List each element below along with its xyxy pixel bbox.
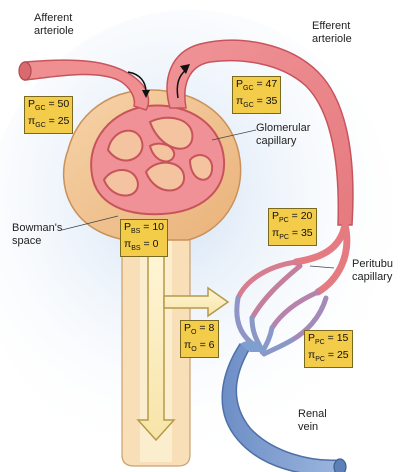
afferent-opening — [19, 62, 31, 80]
peritubular-label-line2: capillary — [352, 271, 392, 283]
oncotic-pressure-value: = 35 — [257, 95, 278, 107]
p-subscript: BS — [131, 228, 140, 235]
glomerular-pressure-box-right: PGC = 47 πGC = 35 — [232, 76, 281, 114]
oncotic-pressure-value: = 25 — [328, 349, 349, 361]
p-symbol: P — [272, 210, 279, 222]
p-symbol: P — [124, 221, 131, 233]
bowmans-space-pressure-box: PBS = 10 πBS = 0 — [120, 219, 168, 257]
hydrostatic-pressure-value: = 50 — [48, 98, 69, 110]
hydrostatic-pressure-value: = 10 — [143, 221, 164, 233]
p-symbol: P — [236, 78, 243, 90]
peritubular-pressure-box-bottom: PPC = 15 πPC = 25 — [304, 330, 353, 368]
interstitial-pressure-box: PO = 8 πO = 6 — [180, 320, 219, 358]
p-subscript: GC — [243, 85, 254, 92]
bowman-label-line1: Bowman's — [12, 222, 62, 234]
glomerular-pressure-box-left: PGC = 50 πGC = 25 — [24, 96, 73, 134]
afferent-label-line2: arteriole — [34, 25, 74, 37]
glomerular-label-line2: capillary — [256, 135, 296, 147]
renal-vein-opening — [334, 459, 346, 472]
efferent-arteriole-label: Efferent arteriole — [312, 20, 352, 46]
p-subscript: O — [191, 329, 196, 336]
p-symbol: P — [308, 332, 315, 344]
renal-label-line2: vein — [298, 421, 318, 433]
pi-subscript: BS — [131, 245, 140, 252]
efferent-label-line2: arteriole — [312, 33, 352, 45]
pi-subscript: GC — [35, 122, 46, 129]
glomerular-label-line1: Glomerular — [256, 122, 310, 134]
peritubular-pressure-box-top: PPC = 20 πPC = 35 — [268, 208, 317, 246]
p-symbol: P — [184, 322, 191, 334]
afferent-label-line1: Afferent — [34, 12, 72, 24]
hydrostatic-pressure-value: = 15 — [328, 332, 349, 344]
pi-subscript: GC — [243, 102, 254, 109]
hydrostatic-pressure-value: = 8 — [199, 322, 214, 334]
glomerular-capillary-label: Glomerular capillary — [256, 122, 310, 148]
oncotic-pressure-value: = 0 — [144, 238, 159, 250]
oncotic-pressure-value: = 25 — [49, 115, 70, 127]
p-subscript: PC — [279, 217, 289, 224]
pi-subscript: O — [191, 346, 196, 353]
hydrostatic-pressure-value: = 20 — [292, 210, 313, 222]
peritubular-capillary-label: Peritubu capillary — [352, 258, 393, 284]
pi-subscript: PC — [315, 356, 325, 363]
p-subscript: PC — [315, 339, 325, 346]
oncotic-pressure-value: = 6 — [200, 339, 215, 351]
p-subscript: GC — [35, 105, 46, 112]
peritubular-label-line1: Peritubu — [352, 258, 393, 270]
hydrostatic-pressure-value: = 47 — [256, 78, 277, 90]
p-symbol: P — [28, 98, 35, 110]
afferent-arteriole-label: Afferent arteriole — [34, 12, 74, 38]
bowmans-space-label: Bowman's space — [12, 222, 62, 248]
pi-subscript: PC — [279, 234, 289, 241]
renal-vein-label: Renal vein — [298, 408, 327, 434]
renal-label-line1: Renal — [298, 408, 327, 420]
oncotic-pressure-value: = 35 — [292, 227, 313, 239]
efferent-label-line1: Efferent — [312, 20, 350, 32]
bowman-label-line2: space — [12, 235, 41, 247]
